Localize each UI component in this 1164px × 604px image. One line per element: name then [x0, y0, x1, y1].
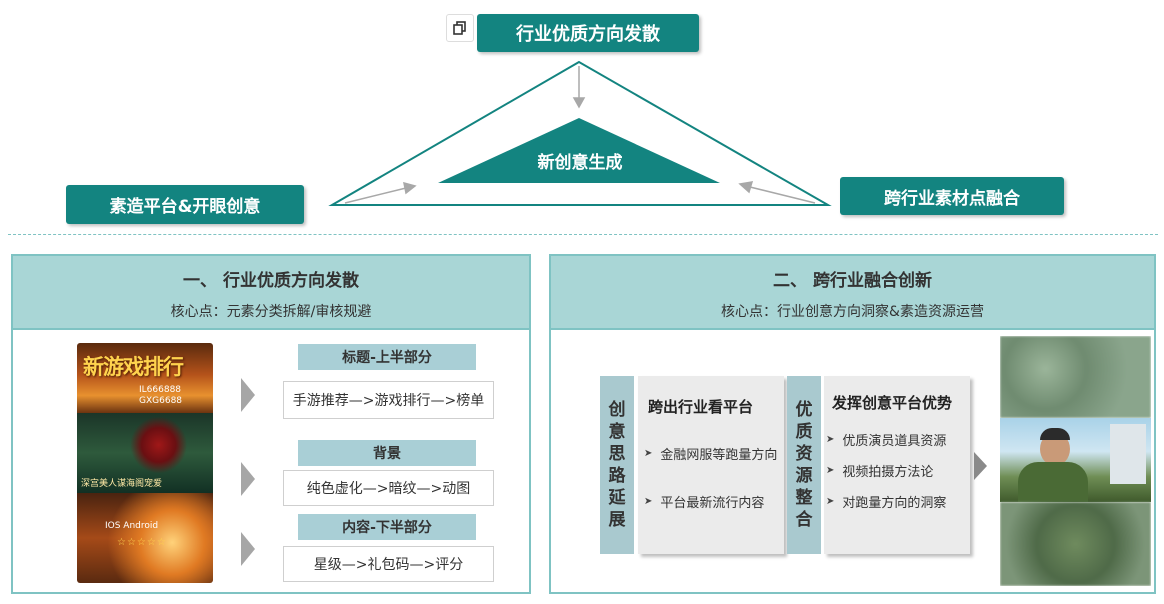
arrow-top: [572, 66, 586, 109]
thumb-section-bottom: IOS Android ☆☆☆☆☆: [77, 493, 213, 583]
copy-icon[interactable]: [446, 14, 474, 42]
thumb-stars: ☆☆☆☆☆: [117, 537, 167, 548]
vertical-label-idea-extension: 创 意 思 路 延 展: [600, 376, 634, 554]
panel-left: 一、 行业优质方向发散 核心点：元素分类拆解/审核规避: [11, 254, 531, 594]
thumb-section-mid: 深宫美人谋海阁宠爱: [77, 413, 213, 493]
left-source-label: 素造平台&开眼创意: [109, 197, 261, 217]
vlabel2-char: 整: [795, 488, 813, 508]
chevron-right-icon: ➤: [644, 448, 653, 459]
panel-right: 二、 跨行业融合创新 核心点：行业创意方向洞察&素造资源运营: [549, 254, 1156, 594]
panel-left-header: 一、 行业优质方向发散 核心点：元素分类拆解/审核规避: [13, 256, 529, 330]
vlabel2-char: 资: [795, 444, 813, 464]
right-source-box: 跨行业素材点融合: [840, 177, 1064, 215]
vlabel1-char: 展: [608, 510, 626, 530]
vlabel2-char: 源: [795, 466, 813, 486]
card2-bullet: ➤ 对跑量方向的洞察: [826, 492, 946, 511]
section-divider: [8, 234, 1158, 235]
group-content-content: 星级—>礼包码—>评分: [283, 546, 494, 582]
thumb-platform: IOS Android: [105, 521, 159, 531]
video-thumbnail: [1000, 336, 1151, 586]
vlabel1-char: 思: [608, 444, 626, 464]
chevron-right-icon: ➤: [826, 465, 835, 476]
left-source-box: 素造平台&开眼创意: [66, 185, 304, 224]
triangle-right-icon: [241, 462, 255, 496]
thumb-code-1: IL666888: [139, 385, 182, 395]
card2-bullet-text: 对跑量方向的洞察: [842, 496, 947, 511]
vlabel2-char: 优: [795, 400, 813, 420]
photo-blur-bottom: [1000, 502, 1151, 586]
group-content-background: 纯色虚化—>暗纹—>动图: [283, 470, 494, 506]
chevron-right-icon: ➤: [644, 496, 653, 507]
panel-right-subtitle: 核心点：行业创意方向洞察&素造资源运营: [721, 304, 984, 320]
center-label: 新创意生成: [537, 153, 623, 173]
panel-right-header: 二、 跨行业融合创新 核心点：行业创意方向洞察&素造资源运营: [551, 256, 1154, 330]
vlabel2-char: 质: [795, 422, 813, 442]
card-cross-industry: 跨出行业看平台 ➤ 金融网服等跑量方向 ➤ 平台最新流行内容: [638, 376, 784, 554]
vlabel1-char: 延: [608, 488, 626, 508]
card1-title: 跨出行业看平台: [648, 398, 754, 416]
thumb-title: 新游戏排行: [83, 354, 184, 379]
thumb-caption: 深宫美人谋海阁宠爱: [81, 479, 163, 489]
game-thumbnail: 新游戏排行 IL666888 GXG6688 深宫美人谋海阁宠爱 IOS And…: [77, 343, 213, 583]
panel-left-subtitle: 核心点：元素分类拆解/审核规避: [170, 304, 372, 320]
card2-title: 发挥创意平台优势: [832, 394, 953, 412]
vlabel1-char: 意: [608, 422, 626, 442]
top-title: 行业优质方向发散: [516, 24, 660, 45]
chevron-right-icon: ➤: [826, 434, 835, 445]
panel-left-title: 一、 行业优质方向发散: [183, 271, 359, 291]
card2-bullet: ➤ 优质演员道具资源: [826, 430, 946, 449]
card2-bullet-text: 视频拍摄方法论: [842, 465, 934, 480]
arrow-right: [738, 181, 816, 204]
outer-triangle: [328, 60, 832, 206]
card2-bullet: ➤ 视频拍摄方法论: [826, 461, 933, 480]
top-title-box: 行业优质方向发散: [477, 14, 699, 52]
chevron-right-icon: ➤: [826, 496, 835, 507]
triangle-right-icon: [241, 378, 255, 412]
card-platform-advantage: 发挥创意平台优势 ➤ 优质演员道具资源 ➤ 视频拍摄方法论 ➤ 对跑量方向的洞察: [824, 376, 970, 554]
card1-bullet: ➤ 平台最新流行内容: [644, 492, 764, 511]
triangle-diagram: [328, 60, 832, 206]
photo-man: [1000, 418, 1151, 502]
vlabel2-char: 合: [795, 510, 813, 530]
card2-bullet-text: 优质演员道具资源: [842, 434, 947, 449]
vlabel1-char: 创: [608, 400, 626, 420]
card1-bullet-text: 金融网服等跑量方向: [660, 448, 778, 463]
card1-bullet-text: 平台最新流行内容: [660, 496, 765, 511]
group-label-background: 背景: [298, 440, 476, 466]
triangle-right-icon: [241, 532, 255, 566]
card1-bullet: ➤ 金融网服等跑量方向: [644, 444, 777, 463]
thumb-code-2: GXG6688: [139, 396, 183, 406]
thumb-section-top: 新游戏排行 IL666888 GXG6688: [77, 343, 213, 413]
group-label-title: 标题-上半部分: [298, 344, 476, 370]
inner-triangle: [438, 118, 720, 183]
triangle-right-icon: [974, 452, 987, 480]
group-content-title: 手游推荐—>游戏排行—>榜单: [283, 381, 494, 419]
panel-right-title: 二、 跨行业融合创新: [773, 271, 932, 291]
vertical-label-resource-integration: 优 质 资 源 整 合: [787, 376, 821, 554]
group-label-content: 内容-下半部分: [298, 514, 476, 540]
vlabel1-char: 路: [608, 466, 626, 486]
right-source-label: 跨行业素材点融合: [884, 188, 1020, 209]
photo-blur-top: [1000, 336, 1151, 418]
arrow-left: [344, 181, 417, 204]
